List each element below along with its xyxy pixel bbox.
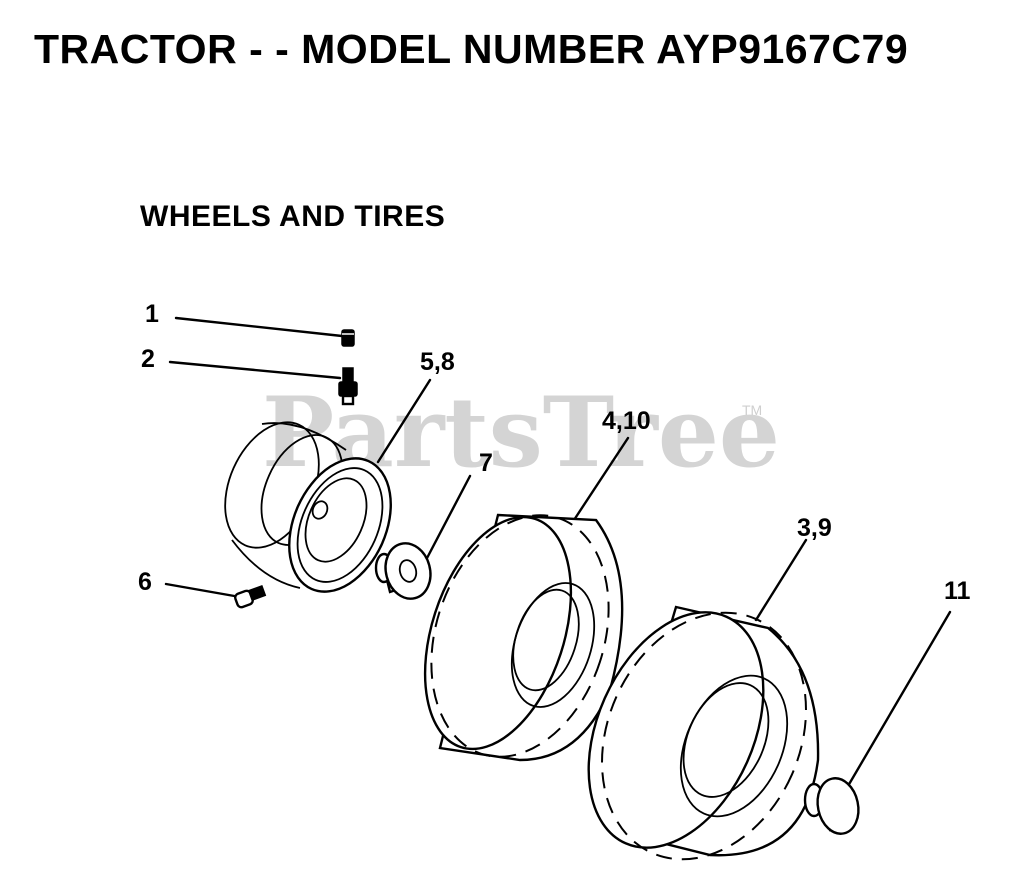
page-title: TRACTOR - - MODEL NUMBER AYP9167C79 xyxy=(34,26,909,72)
callout-11: 11 xyxy=(944,577,971,605)
callout-7: 7 xyxy=(479,449,493,477)
flange-bushing-part xyxy=(374,542,432,600)
callout-1: 1 xyxy=(145,300,159,328)
grease-fitting-part xyxy=(234,584,267,609)
rear-tire-part xyxy=(587,605,820,861)
callout-5-8: 5,8 xyxy=(420,348,455,376)
callout-4-10: 4,10 xyxy=(602,407,651,435)
valve-stem-part xyxy=(338,367,358,406)
leader-lines xyxy=(164,316,952,788)
leader-line-6 xyxy=(164,582,242,599)
leader-line-3-9 xyxy=(754,538,808,622)
wheel-rim-part xyxy=(224,421,392,593)
leader-line-1 xyxy=(174,316,344,338)
leader-line-5-8 xyxy=(376,378,432,464)
leader-line-2 xyxy=(168,360,342,380)
leader-line-4-10 xyxy=(572,436,630,522)
callout-3-9: 3,9 xyxy=(797,514,832,542)
leader-line-7 xyxy=(424,474,472,562)
leader-line-11 xyxy=(846,610,952,788)
valve-cap-part xyxy=(341,329,355,347)
watermark-trademark: TM xyxy=(742,402,763,418)
hub-cap-part xyxy=(803,777,860,835)
callout-2: 2 xyxy=(141,345,155,373)
callout-6: 6 xyxy=(138,568,152,596)
section-title: WHEELS AND TIRES xyxy=(140,200,446,233)
